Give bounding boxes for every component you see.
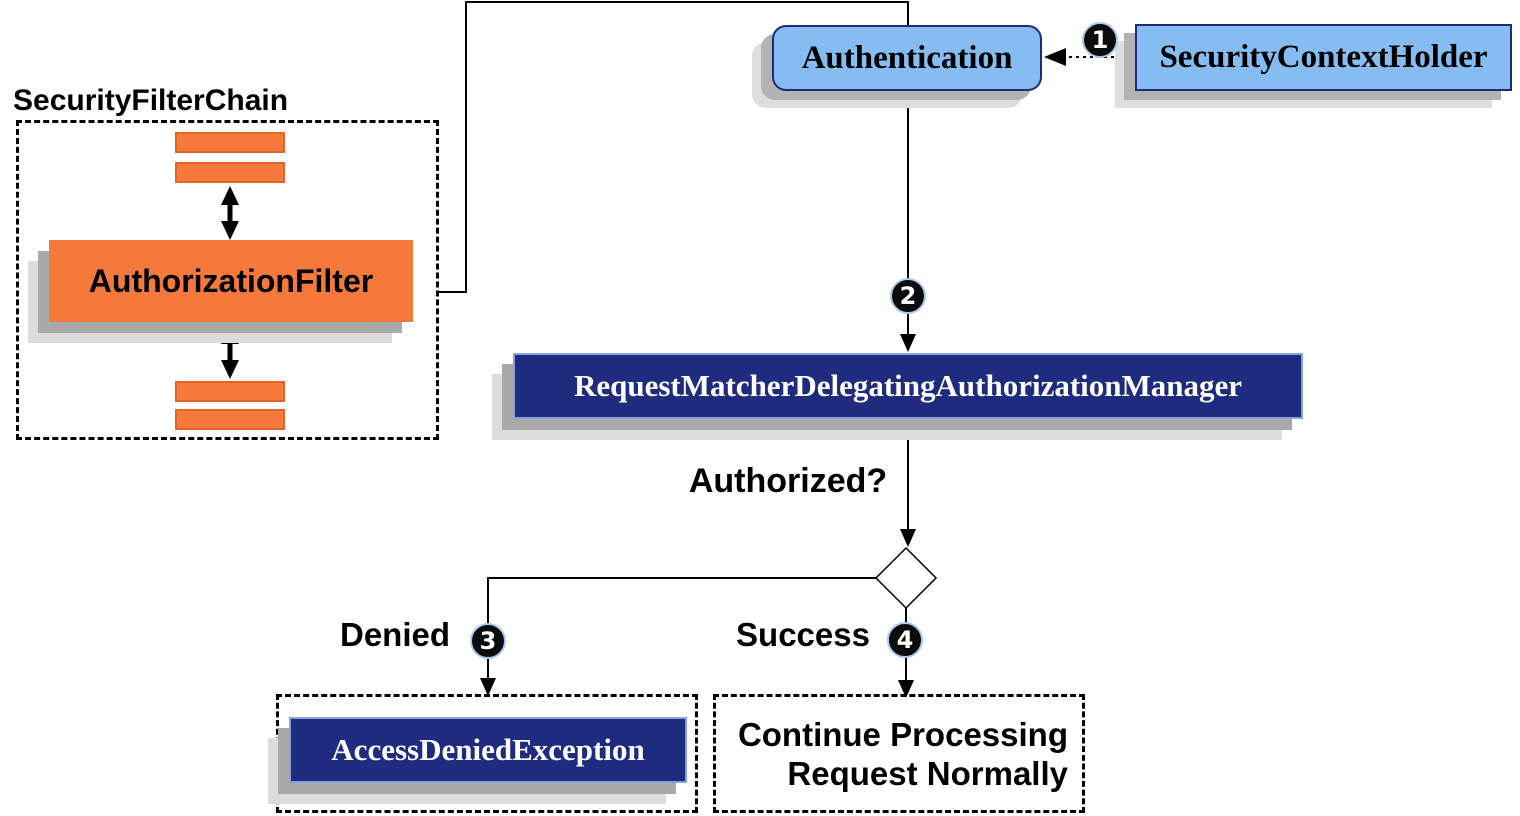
filter-bar-4 [175,409,285,430]
request-matcher-manager-label: RequestMatcherDelegatingAuthorizationMan… [573,368,1243,403]
arrowhead-into-continue [898,680,914,698]
authentication-node: Authentication [772,25,1042,91]
access-denied-exception-node: AccessDeniedException [289,717,687,783]
filter-chain-upper-arrowhead-down [221,221,239,240]
filter-chain-lower-arrowhead-down [221,360,239,379]
filter-chain-upper-arrowhead-up [221,186,239,205]
step-1-badge: 1 [1082,22,1118,58]
authorization-filter-label: AuthorizationFilter [88,262,374,299]
access-denied-exception-label: AccessDeniedException [331,732,645,767]
filter-bar-3 [175,381,285,402]
security-context-holder-node: SecurityContextHolder [1135,24,1512,91]
continue-processing-line-2: Request Normally [787,754,1068,792]
success-label: Success [736,616,870,653]
security-context-holder-label: SecurityContextHolder [1159,39,1488,75]
continue-processing-node: Continue Processing Request Normally [713,694,1085,813]
step-1-number: 1 [1091,26,1109,54]
arrowhead-into-manager [900,334,916,352]
step-4-number: 4 [896,626,914,654]
denied-label: Denied [339,616,451,653]
filter-bar-1 [175,132,285,153]
step-3-badge: 3 [470,623,506,659]
security-filter-chain-title: SecurityFilterChain [13,84,289,117]
filter-chain-lower-arrowhead-up [221,325,239,344]
arrowhead-into-authentication [1044,48,1066,66]
step-4-badge: 4 [887,622,923,658]
arrowhead-into-access-denied [480,678,496,696]
step-2-number: 2 [899,282,917,310]
authorization-filter-node: AuthorizationFilter [49,240,413,322]
request-matcher-manager-node: RequestMatcherDelegatingAuthorizationMan… [513,353,1303,419]
security-filter-chain-container [16,120,439,440]
authorized-question-label: Authorized? [688,462,888,500]
arrowhead-into-decision [900,529,916,547]
step-2-badge: 2 [890,278,926,314]
continue-processing-line-1: Continue Processing [737,715,1068,753]
filter-to-manager-connector-line [439,1,909,336]
step-3-number: 3 [479,627,497,655]
access-denied-container [276,694,698,813]
authentication-label: Authentication [801,39,1013,76]
filter-bar-2 [175,162,285,183]
decision-diamond [874,546,938,610]
